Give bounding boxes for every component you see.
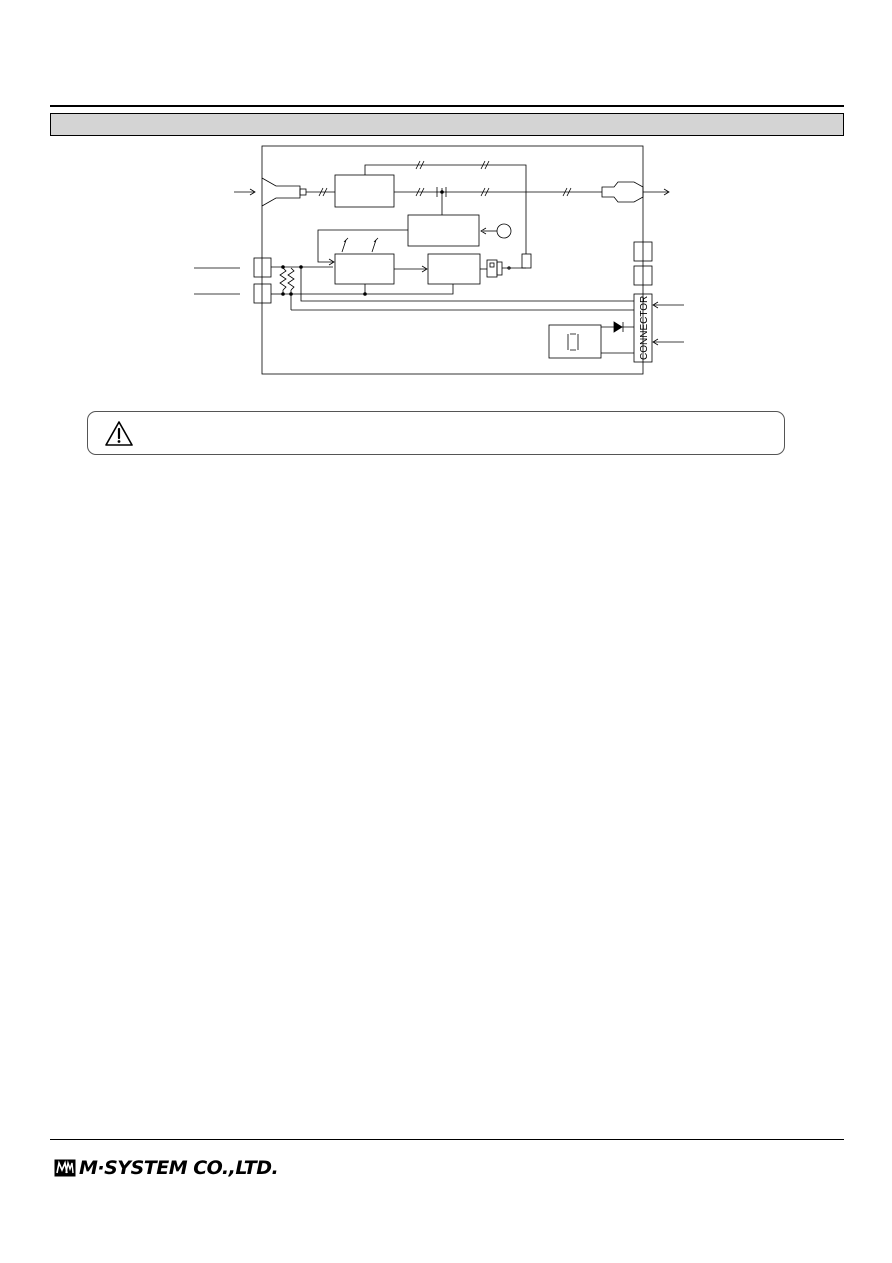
footer-rule xyxy=(50,1139,844,1140)
connector-strip xyxy=(633,293,653,363)
connector-label: CONNECTOR xyxy=(639,296,650,360)
input-arrow-head xyxy=(249,188,256,196)
power-supply-block xyxy=(548,324,602,359)
led-node xyxy=(507,266,511,270)
input-optic-connector xyxy=(261,177,301,207)
amplifier-block xyxy=(334,253,395,285)
led-lens xyxy=(496,261,503,276)
enclosure-outline xyxy=(261,145,644,375)
led-element xyxy=(486,259,498,278)
resistor-1 xyxy=(279,267,287,291)
driver-return-line xyxy=(283,284,454,295)
amp-arrow-head xyxy=(421,265,428,273)
output-optic-connector xyxy=(601,181,644,203)
sensor-arrow-head xyxy=(480,227,487,235)
monitor-element xyxy=(521,253,532,269)
led-chip xyxy=(489,262,495,268)
input-connector-tip xyxy=(299,188,307,196)
output-arrow-head xyxy=(663,188,670,196)
adjust-potentiometer-icon xyxy=(341,237,349,253)
transformer-coils xyxy=(570,333,576,351)
section-header-bar xyxy=(50,113,844,136)
adjust-potentiometer-icon xyxy=(371,237,379,253)
feedback-path xyxy=(364,164,527,254)
terminal-2 xyxy=(253,283,272,304)
control-arrow-head xyxy=(328,258,335,266)
terminal-1 xyxy=(253,257,272,278)
warning-triangle-icon xyxy=(105,421,133,446)
sensor-circle xyxy=(496,223,512,239)
optical-block xyxy=(334,174,395,208)
company-name: M·SYSTEM CO.,LTD. xyxy=(79,1157,279,1179)
right-terminal-2 xyxy=(633,265,653,286)
resistor-2 xyxy=(287,267,295,291)
signal-to-connector-line xyxy=(300,267,634,302)
control-output-line xyxy=(317,229,408,263)
feedback-slash-mark xyxy=(415,160,425,170)
fiber-slash-mark xyxy=(318,187,328,197)
control-block xyxy=(407,214,480,247)
feedback-slash-mark xyxy=(480,160,490,170)
driver-block xyxy=(427,253,481,285)
fiber-slash-mark xyxy=(480,187,490,197)
m-system-logo-icon xyxy=(54,1159,76,1177)
connector-arrow-head-2 xyxy=(652,338,659,346)
connector-arrow-head-1 xyxy=(652,301,659,309)
fiber-slash-mark xyxy=(415,187,425,197)
block-diagram: CONNECTOR xyxy=(194,145,684,375)
right-terminal-1 xyxy=(633,241,653,262)
top-rule xyxy=(50,105,844,107)
warning-box xyxy=(87,411,785,455)
company-logo: M·SYSTEM CO.,LTD. xyxy=(54,1157,279,1179)
fiber-slash-mark xyxy=(562,187,572,197)
